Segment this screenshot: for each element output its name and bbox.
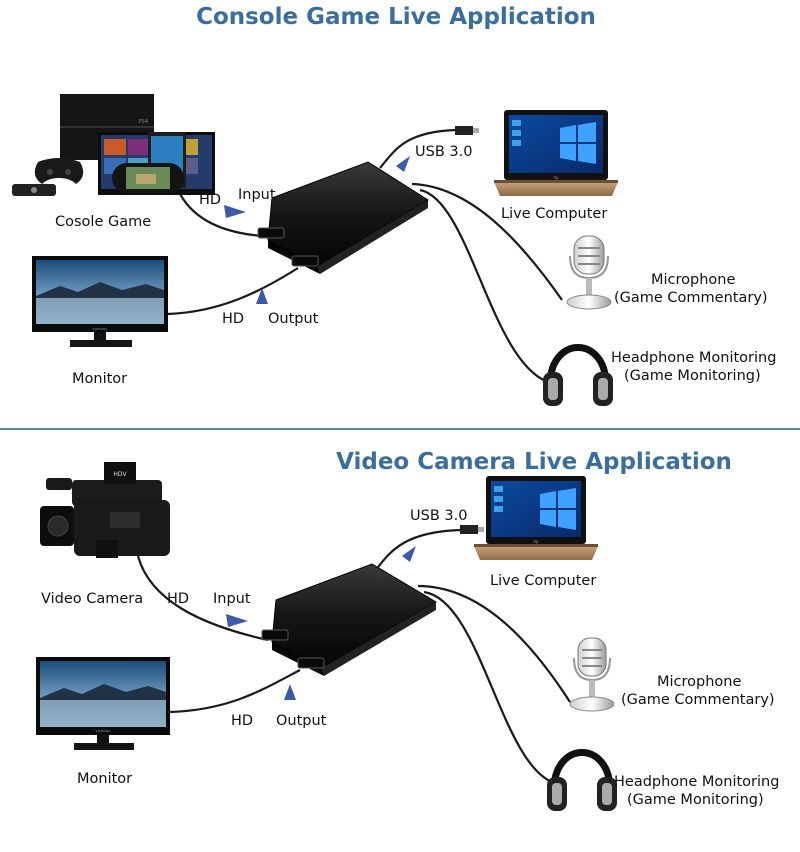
- usb-arrow-2: [402, 546, 416, 562]
- hdmi-input-cable: [177, 189, 263, 238]
- svg-text:SAMSUNG: SAMSUNG: [95, 729, 111, 733]
- hdmi-output-cable-2: [169, 669, 301, 714]
- monitor-label: Monitor: [72, 371, 127, 387]
- section-divider: [0, 428, 800, 430]
- hdmi-in-port-2: [261, 629, 289, 641]
- output-arrow: [256, 288, 268, 304]
- input-label-2: Input: [213, 591, 251, 607]
- hdmi-out-port: [291, 255, 319, 267]
- usb-label: USB 3.0: [415, 144, 472, 160]
- microphone-icon: [566, 235, 612, 310]
- output-label: Output: [268, 311, 319, 327]
- hdmi-out-port-2: [297, 657, 325, 669]
- hd-output-label: HD: [222, 311, 244, 327]
- usb-plug-icon-2: [460, 525, 478, 534]
- usb-label-2: USB 3.0: [410, 508, 467, 524]
- hdmi-in-port: [257, 227, 285, 239]
- headphone-label: Headphone Monitoring: [611, 350, 776, 366]
- headphone-cable: [419, 188, 549, 384]
- microphone-label: Microphone: [651, 272, 735, 288]
- computer-label-2: Live Computer: [490, 573, 596, 589]
- usb-arrow: [396, 156, 410, 172]
- microphone-icon-2: [569, 637, 615, 712]
- svg-text:hp: hp: [553, 175, 559, 180]
- console-section-title: Console Game Live Application: [196, 4, 596, 30]
- laptop-icon: hp: [494, 110, 618, 196]
- capture-card-2: [261, 563, 437, 676]
- usb-cable-2: [375, 528, 461, 571]
- svg-text:SAMSUNG: SAMSUNG: [92, 327, 108, 331]
- input-arrow-2: [226, 614, 248, 627]
- camera-section-title: Video Camera Live Application: [336, 449, 732, 475]
- monitor-label-2: Monitor: [77, 771, 132, 787]
- hdmi-output-cable: [167, 267, 299, 316]
- camera-section: Video Camera Live Application HDV: [36, 449, 779, 811]
- capture-card: [257, 161, 429, 274]
- console-label: Cosole Game: [55, 214, 151, 230]
- monitor-icon: SAMSUNG: [32, 256, 168, 347]
- headphone-label-2: Headphone Monitoring: [614, 774, 779, 790]
- monitor-icon-2: SAMSUNG: [36, 657, 170, 750]
- camera-label: Video Camera: [41, 591, 143, 607]
- svg-text:hp: hp: [533, 539, 539, 544]
- video-camera-icon: HDV: [40, 462, 170, 558]
- svg-text:HDV: HDV: [113, 471, 127, 478]
- headphone-sublabel-2: (Game Monitoring): [627, 792, 764, 808]
- output-arrow-2: [284, 684, 296, 700]
- hd-output-label-2: HD: [231, 713, 253, 729]
- microphone-sublabel-2: (Game Commentary): [621, 692, 775, 708]
- hdmi-input-cable-2: [136, 555, 269, 642]
- svg-text:PS4: PS4: [139, 119, 148, 125]
- game-console-icon: PS4: [12, 94, 215, 196]
- output-label-2: Output: [276, 713, 327, 729]
- mic-cable-2: [417, 584, 571, 703]
- headphone-icon-2: [547, 749, 617, 811]
- microphone-label-2: Microphone: [657, 674, 741, 690]
- hd-input-label-2: HD: [167, 591, 189, 607]
- headphone-icon: [543, 344, 613, 406]
- input-arrow: [224, 205, 246, 218]
- headphone-sublabel: (Game Monitoring): [624, 368, 761, 384]
- console-section: Console Game Live Application PS4: [12, 4, 776, 406]
- input-label: Input: [238, 187, 276, 203]
- computer-label: Live Computer: [501, 206, 607, 222]
- headphone-cable-2: [423, 590, 553, 784]
- mic-cable: [411, 182, 563, 301]
- usb-plug-icon: [455, 126, 473, 135]
- laptop-icon-2: hp: [474, 476, 598, 560]
- usb-cable: [379, 128, 456, 169]
- hd-input-label: HD: [199, 192, 221, 208]
- microphone-sublabel: (Game Commentary): [614, 290, 768, 306]
